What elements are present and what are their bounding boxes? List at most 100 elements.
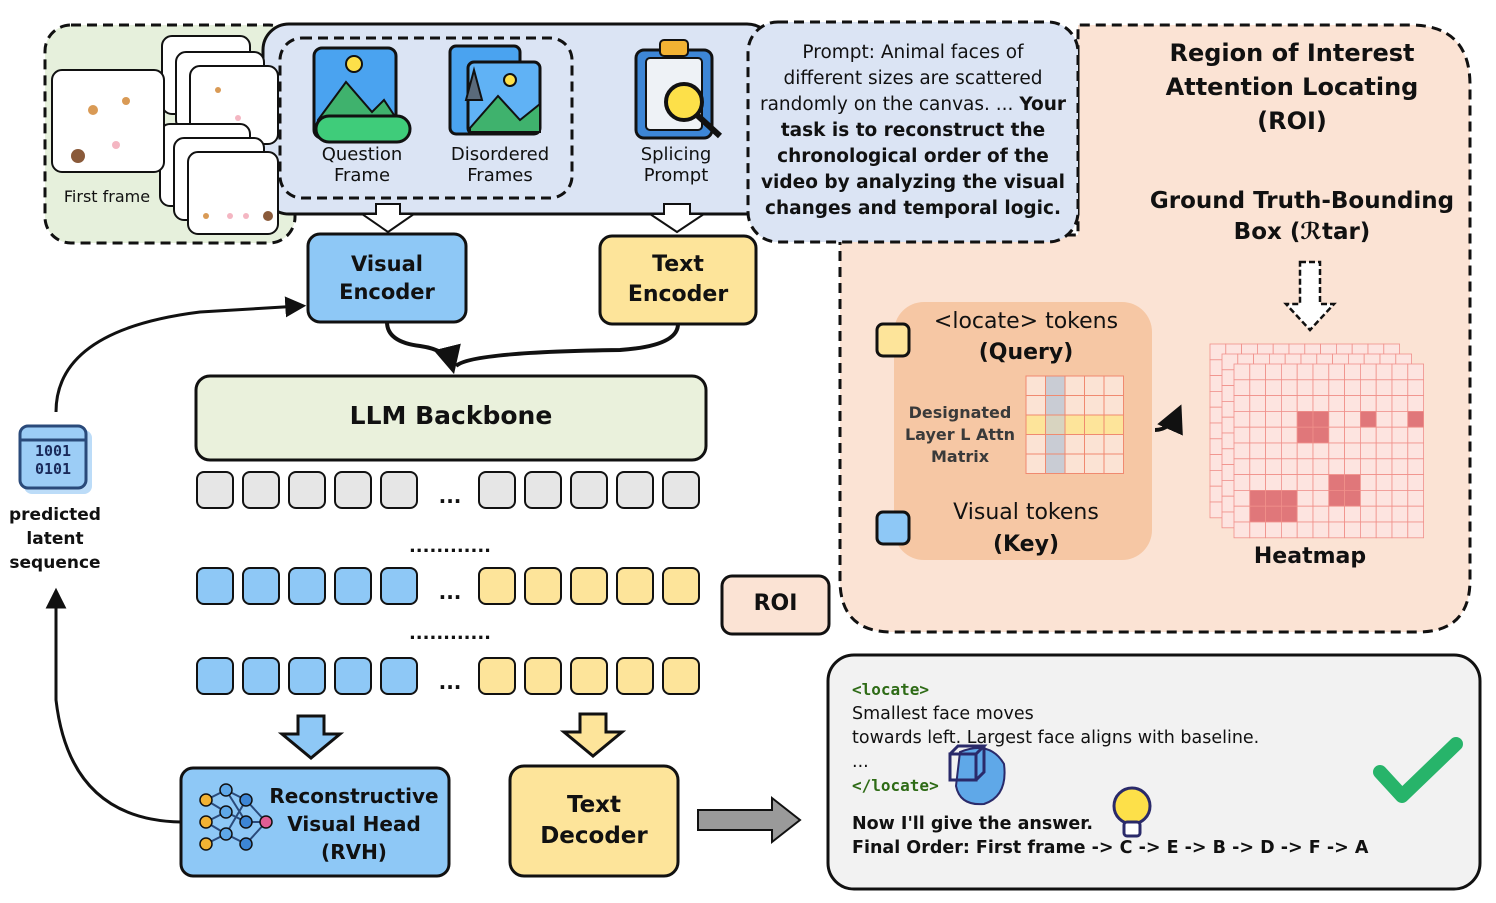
arrow-to-decoder	[559, 712, 627, 758]
token-ellipsis: ...	[438, 484, 462, 508]
visual-token	[288, 567, 326, 605]
frame-stack	[51, 35, 279, 235]
heatmap-cell	[1312, 489, 1330, 507]
heatmap-cell	[1312, 410, 1330, 428]
latent-line-3: sequence	[9, 553, 101, 573]
heatmap-cell	[1328, 489, 1346, 507]
heatmap-cell	[1391, 489, 1409, 507]
attn-cell	[1025, 375, 1046, 396]
neural-network-icon	[205, 788, 267, 846]
text-token	[524, 567, 562, 605]
heatmap-cell	[1344, 442, 1361, 460]
arrow-to-rvh	[277, 714, 345, 760]
prompt-bubble	[746, 20, 1080, 244]
text-token	[478, 567, 516, 605]
heatmap-cell	[1281, 426, 1298, 444]
attn-cell	[1064, 453, 1085, 474]
visual-token	[288, 657, 326, 695]
heatmap-cell	[1391, 442, 1409, 460]
heatmap-cell	[1312, 442, 1330, 460]
binary-icon-text: 1001 0101	[20, 442, 86, 478]
heatmap-cell	[1407, 442, 1425, 460]
heatmap-cell	[1296, 474, 1314, 491]
backbone-token	[380, 471, 418, 509]
latent-label: predicted latent sequence	[0, 503, 110, 575]
rvh-label: Reconstructive Visual Head (RVH)	[268, 782, 440, 866]
attn-cell	[1103, 395, 1124, 416]
frames-dashed-box	[278, 36, 574, 200]
heatmap-cell	[1360, 489, 1377, 507]
checkmark-icon	[1373, 737, 1463, 803]
gt-box-line-2: Box (ℛtar)	[1233, 219, 1371, 245]
key-line-2: (Key)	[992, 532, 1060, 557]
prompt-bold-line-2: chronological order of the	[777, 146, 1049, 167]
heatmap-cell	[1249, 363, 1267, 381]
heatmap-cell	[1233, 426, 1251, 444]
heatmap-cell	[1407, 426, 1425, 444]
input-arrow-text	[646, 203, 708, 234]
heatmap-cell	[1407, 410, 1425, 428]
prompt-line-3: randomly on the canvas. ... Your	[752, 92, 1074, 118]
heatmap-cell	[1296, 426, 1314, 444]
attn-cell	[1045, 414, 1066, 435]
text-encoder-line-1: Text	[652, 252, 704, 277]
query-line-2: (Query)	[978, 340, 1074, 365]
heatmap-cell	[1328, 505, 1346, 523]
attn-cell	[1045, 434, 1066, 455]
key-label: Visual tokens (Key)	[914, 497, 1138, 561]
attention-panel	[894, 302, 1152, 560]
prompt-line-1: Prompt: Animal faces of	[802, 42, 1024, 63]
heatmap-cell	[1312, 505, 1330, 523]
heatmap-cell	[1375, 474, 1393, 491]
heatmap-cell	[1360, 395, 1377, 412]
prompt-text: Prompt: Animal faces of different sizes …	[752, 40, 1074, 222]
backbone-token	[524, 471, 562, 509]
heatmap-cell	[1375, 521, 1393, 539]
question-frame-icon	[312, 46, 412, 144]
latent-line-1: predicted	[9, 505, 101, 525]
attn-line-1: Designated	[908, 403, 1012, 422]
animal-faces	[71, 87, 273, 221]
token-ellipsis: ...	[438, 670, 462, 694]
heatmap-cell	[1344, 363, 1361, 381]
heatmap-cell	[1391, 521, 1409, 539]
heatmap-cell	[1328, 426, 1346, 444]
attn-cell	[1064, 434, 1085, 455]
disordered-frames-line-2: Frames	[467, 164, 533, 186]
heatmap-cell	[1360, 474, 1377, 491]
heatmap-cell	[1344, 379, 1361, 396]
visual-token	[242, 567, 280, 605]
visual-token	[196, 567, 234, 605]
question-frame-line-2: Frame	[333, 164, 391, 186]
heatmap-cell	[1391, 363, 1409, 381]
heatmap-cell	[1249, 489, 1267, 507]
query-token-swatch	[875, 322, 911, 358]
backbone-token	[570, 471, 608, 509]
heatmap-cell	[1233, 379, 1251, 396]
heatmap-cell	[1281, 410, 1298, 428]
heatmap-cell	[1407, 379, 1425, 396]
heatmap-cell	[1296, 395, 1314, 412]
heatmap-cell	[1407, 474, 1425, 491]
visual-to-backbone	[385, 321, 461, 375]
heatmap-cell	[1344, 521, 1361, 539]
text-token	[524, 657, 562, 695]
heatmap-cell	[1407, 395, 1425, 412]
rvh-to-latent-arrow	[45, 587, 182, 824]
prompt-bold-line-4: changes and temporal logic.	[764, 198, 1061, 219]
heatmap-cell	[1249, 379, 1267, 396]
heatmap-cell	[1344, 458, 1361, 475]
heatmap-cell	[1249, 395, 1267, 412]
heatmap-cell	[1233, 458, 1251, 475]
attn-cell	[1103, 434, 1124, 455]
heatmap-cell	[1375, 426, 1393, 444]
roi-title-line-1: Region of Interest	[1169, 39, 1415, 67]
heatmap-cell	[1360, 505, 1377, 523]
heatmap-cell	[1265, 395, 1282, 412]
key-token-swatch	[875, 510, 911, 546]
heatmap-cell	[1391, 474, 1409, 491]
heatmap-cell	[1328, 395, 1346, 412]
prompt-bold-line-1: task is to reconstruct the	[780, 120, 1046, 141]
heatmap-cell	[1265, 521, 1282, 539]
attn-cell	[1084, 434, 1105, 455]
